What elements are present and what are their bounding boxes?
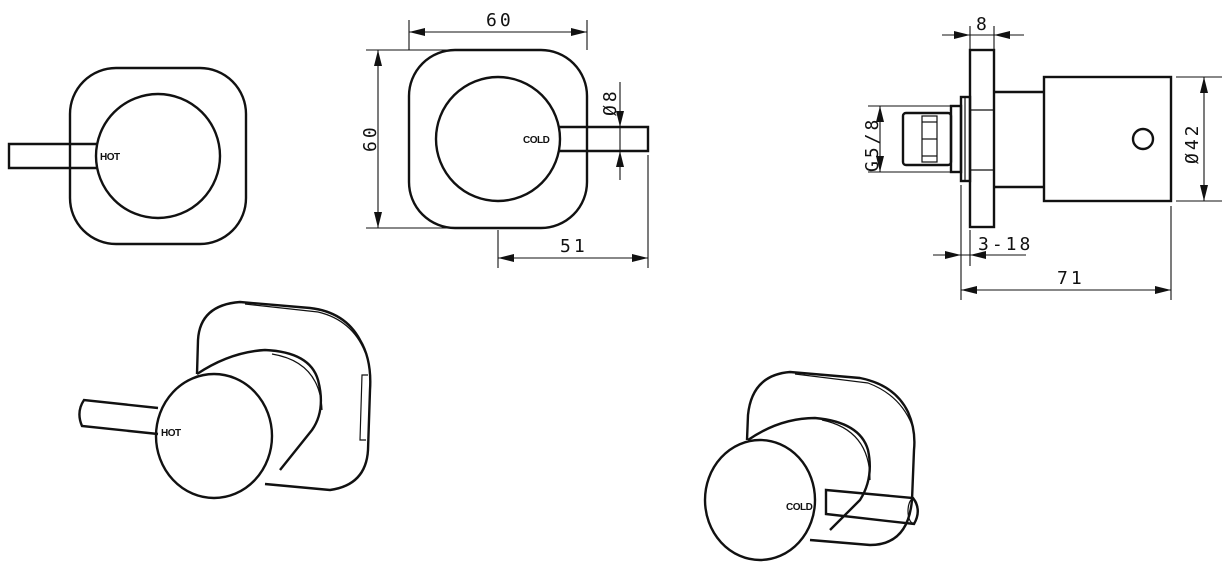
cover-plate-outline	[407, 48, 589, 230]
hot-label: HOT	[100, 152, 120, 163]
cover-plate-iso	[745, 370, 916, 547]
cover-plate-iso	[195, 300, 372, 492]
dim-plate-height: 60	[360, 124, 381, 152]
side-view-dimensioned: 8 G5/8 Ø42 3-18 71	[862, 14, 1222, 300]
knob-side	[1042, 75, 1173, 203]
cartridge-thread	[901, 111, 953, 167]
isometric-view-cold: COLD	[703, 370, 919, 562]
cold-label: COLD	[523, 135, 550, 146]
dim-wall-adjustment: 3-18	[978, 234, 1033, 255]
knob-body-iso	[196, 348, 323, 471]
dim-overall-depth: 71	[1057, 268, 1085, 289]
knob-face-iso	[703, 438, 817, 562]
knob-outline	[94, 92, 222, 220]
dim-plate-width: 60	[486, 10, 514, 31]
knob-face-iso	[154, 372, 274, 500]
knob-body-iso	[747, 416, 871, 531]
cover-plate-outline	[68, 66, 248, 246]
sleeve-side	[994, 90, 1044, 189]
front-view-hot: HOT	[7, 66, 248, 246]
isometric-view-hot: HOT	[78, 300, 372, 500]
lever-handle	[7, 142, 97, 170]
nut	[949, 104, 963, 174]
dim-handle-reach: 51	[560, 236, 588, 257]
handle-hole	[1131, 127, 1155, 151]
lever-handle	[559, 125, 650, 153]
hot-label: HOT	[161, 428, 181, 439]
dim-plate-thickness: 8	[976, 14, 990, 35]
knob-outline	[434, 75, 562, 203]
lever-handle-iso	[78, 398, 159, 436]
dim-knob-diameter: Ø42	[1182, 122, 1203, 164]
dim-thread-size: G5/8	[862, 117, 883, 172]
cold-label: COLD	[786, 502, 813, 513]
cover-plate-side	[968, 48, 996, 229]
front-view-cold-dimensioned: COLD 60 60 Ø8 51	[360, 10, 650, 268]
dim-handle-diameter: Ø8	[600, 88, 621, 116]
